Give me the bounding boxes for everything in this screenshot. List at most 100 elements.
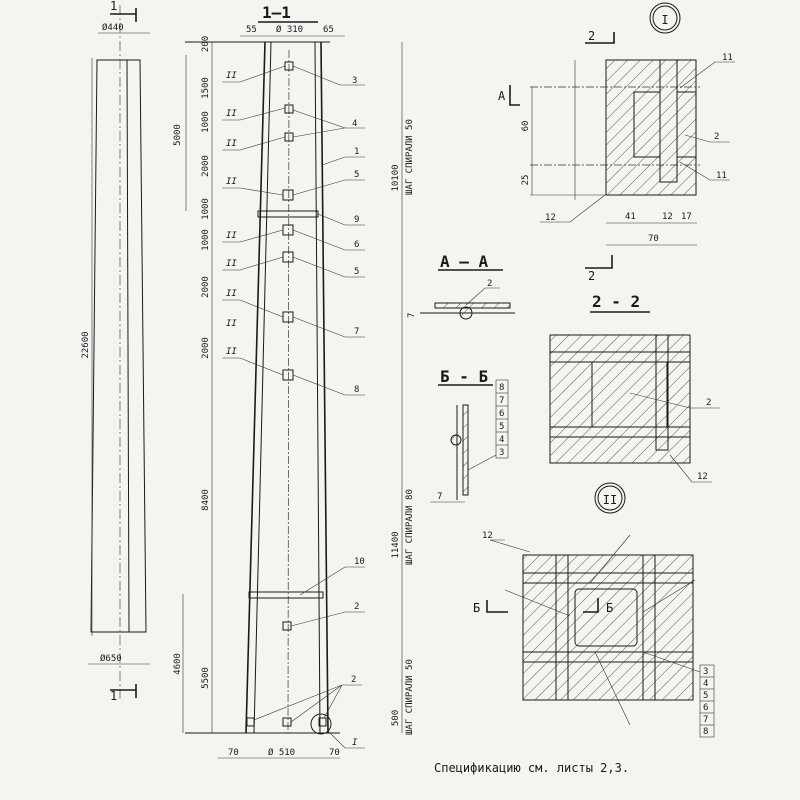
top-dim: 55 xyxy=(246,25,257,35)
detail-II-title: II xyxy=(603,493,617,507)
dim: 7 xyxy=(437,492,442,502)
node-ref: II xyxy=(226,71,237,81)
node-ref: II xyxy=(226,259,237,269)
stack-item: 5 xyxy=(703,691,708,701)
dim: 500 xyxy=(391,710,401,726)
spiral-note: ШАГ СПИРАЛИ 80 xyxy=(405,489,415,565)
callout: 11 xyxy=(722,53,733,63)
dim: 8400 xyxy=(201,489,211,511)
stack-item: 4 xyxy=(703,679,708,689)
spiral-note: ШАГ СПИРАЛИ 50 xyxy=(405,119,415,195)
section-mark: Б xyxy=(473,601,480,615)
section-A-mark: A xyxy=(498,89,506,103)
embedded-parts xyxy=(246,61,327,727)
dim: 41 xyxy=(625,212,636,222)
stack-item: 7 xyxy=(703,715,708,725)
detail-II: II 12 Б Б 3 4 5 6 7 8 xyxy=(473,482,715,738)
node-II-refs: II II II II II II II II II xyxy=(222,65,286,376)
dim: 1000 xyxy=(201,229,211,251)
bottom-diameter: Ø650 xyxy=(100,653,122,664)
specification-note: Спецификацию см. листы 2,3. xyxy=(434,761,629,775)
callout: 12 xyxy=(697,472,708,482)
stack-item: 6 xyxy=(703,703,708,713)
callout: 4 xyxy=(352,119,357,129)
dim: 25 xyxy=(521,175,531,186)
right-dimensions: 10100 11400 500 ШАГ СПИРАЛИ 50 ШАГ СПИРА… xyxy=(391,119,415,735)
pole-outline xyxy=(90,59,147,633)
stack-item: 6 xyxy=(499,409,504,419)
section-mark-top: 1 xyxy=(110,0,117,13)
top-dim: Ø 310 xyxy=(276,24,303,35)
pole-elevation: 1 Ø440 22600 Ø650 1 xyxy=(81,0,150,703)
stack-item: 3 xyxy=(499,448,504,458)
left-dimension-chain: 200 1500 1000 2000 1000 1000 2000 2000 8… xyxy=(173,36,211,689)
dim: 1500 xyxy=(201,77,211,99)
bottom-dim: Ø 510 xyxy=(268,747,295,758)
dim: 60 xyxy=(521,121,531,132)
callout: 8 xyxy=(354,385,359,395)
diaphragm-10 xyxy=(248,591,324,599)
callout: 9 xyxy=(354,215,359,225)
callout: 11 xyxy=(716,171,727,181)
stack-item: 8 xyxy=(703,727,708,737)
section-mark: Б xyxy=(606,601,613,615)
section-A-A: А — А 2 7 xyxy=(407,252,515,320)
node-ref: II xyxy=(226,109,237,119)
dim: 70 xyxy=(648,234,659,244)
bottom-dim: 70 xyxy=(228,748,239,758)
dim: 1000 xyxy=(201,111,211,133)
top-diameter: Ø440 xyxy=(102,22,124,33)
section-B-B: Б - Б 8 7 6 5 4 3 7 xyxy=(430,367,509,503)
section-mark: 2 xyxy=(588,269,595,283)
pole-length: 22600 xyxy=(81,331,91,358)
detail-I: I 2 2 A 60 25 41 12 17 70 11 2 11 12 xyxy=(498,2,735,283)
stack-item: 7 xyxy=(499,396,504,406)
callout: 12 xyxy=(545,213,556,223)
stack-item: 3 xyxy=(703,667,708,677)
node-ref: II xyxy=(226,319,237,329)
callout: 1 xyxy=(354,147,359,157)
callout: 2 xyxy=(487,279,492,289)
dim: 5500 xyxy=(201,667,211,689)
part-callouts: 3 4 1 5 9 6 5 7 8 10 2 2 I xyxy=(253,65,365,749)
dim: 5000 xyxy=(173,124,183,146)
dim: 10100 xyxy=(391,164,401,191)
section-B-B-title: Б - Б xyxy=(440,367,488,386)
callout: 12 xyxy=(482,531,493,541)
pole-inner-line xyxy=(126,59,130,633)
part-stack: 8 7 6 5 4 3 xyxy=(495,379,509,459)
stack-item: 5 xyxy=(499,422,504,432)
node-ref: II xyxy=(226,289,237,299)
callout: 6 xyxy=(354,240,359,250)
stack-item: 8 xyxy=(499,383,504,393)
dim: 200 xyxy=(201,36,211,52)
callout: 5 xyxy=(354,170,359,180)
section-A-A-title: А — А xyxy=(440,252,489,271)
callout: 3 xyxy=(352,76,357,86)
section-mark: 2 xyxy=(588,29,595,43)
node-ref: II xyxy=(226,177,237,187)
dim: 1000 xyxy=(201,198,211,220)
callout: 2 xyxy=(714,132,719,142)
callout: 7 xyxy=(354,327,359,337)
section-2-2: 2 - 2 2 12 xyxy=(549,292,720,483)
dim: 7 xyxy=(407,313,417,318)
callout: 10 xyxy=(354,557,365,567)
node-ref: II xyxy=(226,231,237,241)
top-dim: 65 xyxy=(323,25,334,35)
section-mark-bottom: 1 xyxy=(110,689,117,703)
dim: 17 xyxy=(681,212,692,222)
callout: 2 xyxy=(354,602,359,612)
dim: 11400 xyxy=(391,531,401,558)
section-2-2-title: 2 - 2 xyxy=(592,292,640,311)
bottom-dim: 70 xyxy=(329,748,340,758)
node-ref: II xyxy=(226,347,237,357)
callout: 5 xyxy=(354,267,359,277)
part-stack: 3 4 5 6 7 8 xyxy=(699,664,715,738)
node-ref: II xyxy=(226,139,237,149)
node-I-label: I xyxy=(352,738,358,748)
section-1-1-title: 1—1 xyxy=(262,3,291,22)
node-I-circle xyxy=(310,713,332,735)
section-1-1: 1—1 55 Ø 310 65 70 Ø 510 70 200 1500 100… xyxy=(173,3,415,759)
